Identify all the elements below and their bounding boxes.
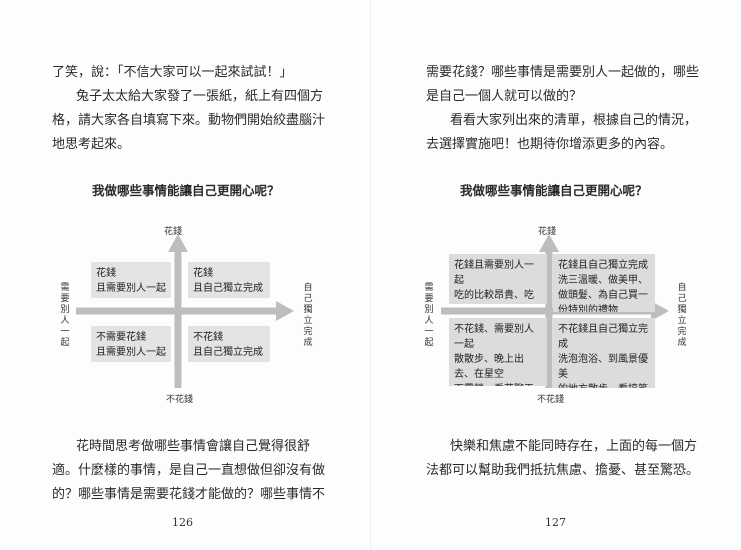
right-quadrant-bottom-right: 不花錢且自己獨立完成 洗泡泡浴、到風景優美 的地方散步、看搞笑的 電影、逛閒地散… (553, 318, 655, 388)
left-bottom-line-2: 適。什麼樣的事情，是自己一直想做但卻沒有做 (52, 463, 326, 478)
right-text-line-3: 看看大家列出來的清單，根據自己的情況， (450, 113, 698, 128)
left-axis-left-label: 需要別人一起 (60, 283, 70, 348)
right-axis-bottom-label: 不花錢 (537, 395, 565, 405)
right-quadrant-top-left: 花錢且需要別人一起 吃的比較昂貴、吃大餐 (449, 254, 547, 304)
right-quadrant-bottom-left: 不花錢、需要別人一起 散散步、晚上出去、在星空 下露營、看花聊天 (449, 318, 547, 386)
book-gutter (370, 0, 371, 550)
left-axis-bottom-label: 不花錢 (166, 395, 194, 405)
left-text-line-1: 了笑，說：「不信大家可以一起來試試！」 (52, 65, 293, 80)
right-page: 需要花錢？哪些事情是需要別人一起做的，哪些 是自己一個人就可以做的？ 看看大家列… (371, 0, 741, 550)
left-text-line-4: 地思考起來。 (52, 137, 131, 152)
left-diagram-title: 我做哪些事情能讓自己更開心呢？ (92, 183, 280, 198)
left-bottom-line-1: 花時間思考做哪些事情會讓自己覺得很舒 (76, 439, 311, 454)
left-quadrant-axes (76, 234, 294, 388)
left-page-number: 126 (172, 516, 193, 529)
left-axis-top-label: 花錢 (164, 227, 183, 237)
left-quadrant-top-left: 花錢 且需要別人一起 (91, 262, 171, 298)
right-bottom-line-1: 快樂和焦慮不能同時存在，上面的每一個方 (450, 439, 698, 454)
right-axis-left-label: 需要別人一起 (424, 283, 434, 348)
left-text-line-3: 格，請大家各自填寫下來。動物們開始絞盡腦汁 (52, 113, 326, 128)
left-bottom-line-3: 的？哪些事情是需要花錢才能做的？哪些事情不 (52, 487, 326, 502)
right-bottom-line-2: 法都可以幫助我們抵抗焦慮、擔憂、甚至驚恐。 (426, 463, 700, 478)
left-quadrant-bottom-left: 不需要花錢 且需要別人一起 (91, 326, 171, 362)
right-axis-right-label: 自己獨立完成 (677, 283, 687, 348)
right-text-line-1: 需要花錢？哪些事情是需要別人一起做的，哪些 (426, 65, 700, 80)
right-quadrant-top-right: 花錢且自己獨立完成 洗三溫暖、做美甲、 做頭髮、為自己買一 份特別的禮物 (553, 254, 655, 312)
left-quadrant-bottom-right: 不花錢 且自己獨立完成 (188, 326, 270, 362)
left-page: 了笑，說：「不信大家可以一起來試試！」 兔子太太給大家發了一張紙，紙上有四個方 … (0, 0, 370, 550)
left-quadrant-top-right: 花錢 且自己獨立完成 (188, 262, 270, 298)
right-diagram-title: 我做哪些事情能讓自己更開心呢？ (460, 183, 648, 198)
left-text-line-2: 兔子太太給大家發了一張紙，紙上有四個方 (76, 89, 324, 104)
right-text-line-2: 是自己一個人就可以做的？ (426, 89, 583, 104)
right-text-line-4: 去選擇實施吧！也期待你增添更多的內容。 (426, 137, 674, 152)
left-axis-right-label: 自己獨立完成 (303, 283, 313, 348)
right-axis-top-label: 花錢 (538, 227, 557, 237)
right-page-number: 127 (545, 516, 566, 529)
